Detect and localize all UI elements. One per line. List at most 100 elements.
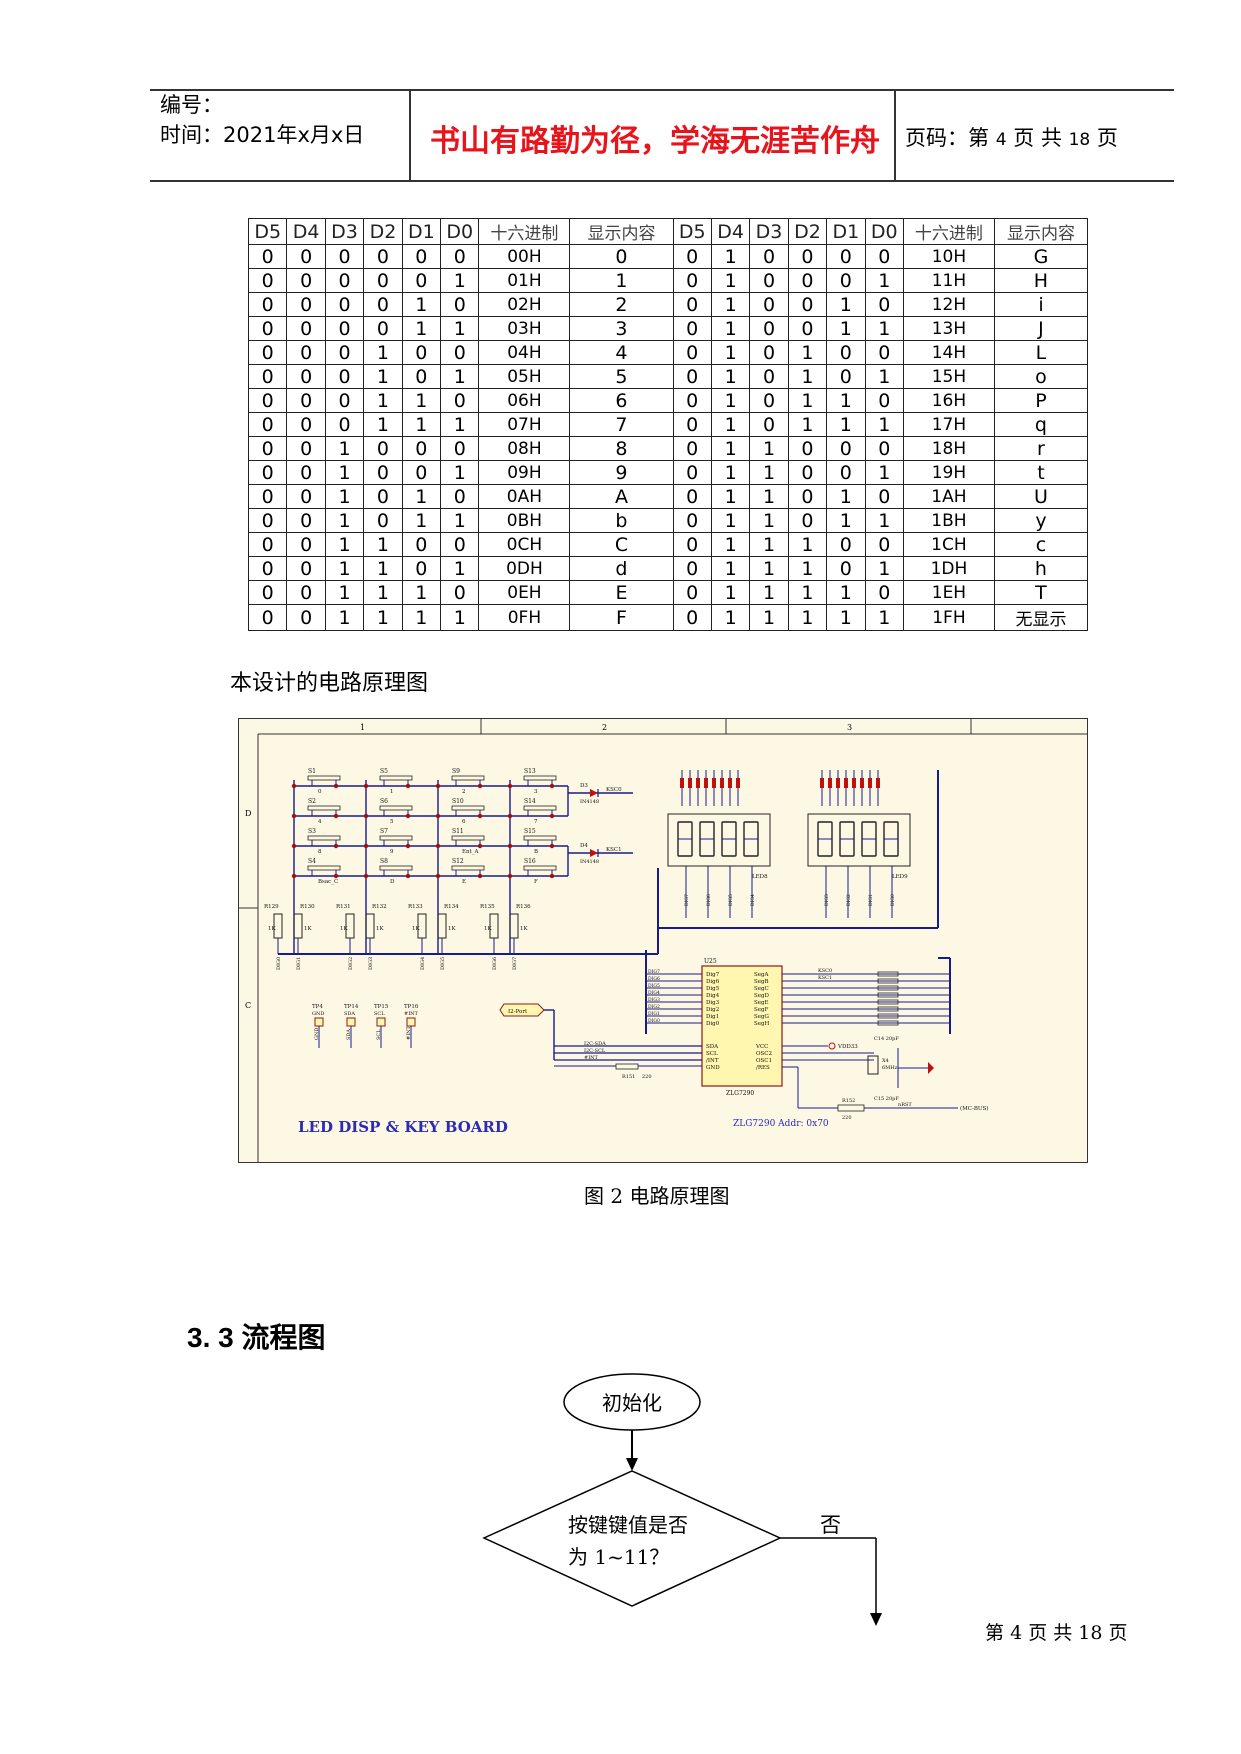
table-cell: 0 bbox=[247, 436, 288, 461]
resistor-label: R132 bbox=[372, 904, 387, 910]
table-cell: 1 bbox=[710, 508, 751, 533]
testpoint-signal: GND bbox=[312, 1011, 324, 1017]
testpoint-label: TP15 bbox=[374, 1004, 389, 1010]
table-cell: 0 bbox=[247, 532, 288, 557]
table-cell: 1 bbox=[710, 268, 751, 293]
resistor-value: 1K bbox=[340, 926, 348, 932]
table-cell: 5 bbox=[569, 364, 674, 389]
header-divider-left bbox=[409, 89, 411, 181]
table-cell: 1 bbox=[710, 604, 751, 631]
junction-dot bbox=[549, 843, 555, 849]
table-cell: 2 bbox=[569, 292, 674, 317]
table-cell: 0 bbox=[401, 532, 442, 557]
table-cell: 1 bbox=[787, 556, 828, 581]
table-cell: 1 bbox=[710, 316, 751, 341]
resistor-label: R129 bbox=[264, 904, 279, 910]
table-cell: 1 bbox=[826, 412, 866, 437]
table-cell: 0 bbox=[401, 268, 442, 293]
ic-pin-label: SegD bbox=[754, 993, 770, 999]
junction-dot bbox=[477, 873, 483, 879]
table-cell: 0 bbox=[324, 364, 365, 389]
switch-body bbox=[451, 775, 485, 781]
crystal-label: X4 bbox=[882, 1058, 889, 1064]
table-cell: 0CH bbox=[478, 532, 571, 557]
table-cell: 1 bbox=[363, 340, 403, 365]
bus-label: I2C-SDA bbox=[584, 1041, 606, 1047]
table-cell: 0 bbox=[826, 364, 866, 389]
segment-resistor bbox=[688, 778, 692, 788]
testpoint-net: SDA bbox=[346, 1029, 352, 1040]
dig-label: DIG3 bbox=[368, 957, 374, 970]
table-cell: 1 bbox=[749, 532, 789, 557]
table-cell: A bbox=[569, 484, 674, 509]
segment-resistor bbox=[868, 778, 872, 788]
table-cell: 1 bbox=[826, 292, 866, 317]
ic-pin-label: Dig6 bbox=[706, 979, 720, 985]
table-cell: 1 bbox=[864, 364, 904, 389]
junction-dot bbox=[507, 813, 513, 819]
net-label: DIG1 bbox=[648, 1011, 660, 1017]
led-display-body bbox=[807, 813, 911, 867]
table-cell: 0 bbox=[864, 292, 904, 317]
junction-dot bbox=[435, 783, 441, 789]
key-label: 1 bbox=[390, 789, 394, 795]
doc-time-label: 时间：2021年x月x日 bbox=[160, 123, 365, 147]
table-cell: 17H bbox=[902, 412, 995, 437]
table-cell: 0 bbox=[672, 508, 712, 533]
junction-dot bbox=[507, 783, 513, 789]
table-cell: 1 bbox=[324, 436, 365, 461]
table-cell: 1 bbox=[710, 244, 751, 269]
table-cell: 1 bbox=[363, 388, 403, 413]
table-cell: 11H bbox=[902, 268, 995, 293]
table-cell: 1 bbox=[749, 556, 789, 581]
table-cell: 0 bbox=[826, 532, 866, 557]
circuit-schematic: 1 2 3 D C S10S51S92S133S24S65S106S147S38… bbox=[238, 718, 1088, 1163]
address-note: ZLG7290 Addr: 0x70 bbox=[733, 1119, 829, 1129]
table-cell: 1 bbox=[864, 316, 904, 341]
switch-body bbox=[523, 865, 557, 871]
table-cell: 18H bbox=[902, 436, 995, 461]
table-cell: 06H bbox=[478, 388, 571, 413]
keypad-matrix: S10S51S92S133S24S65S106S147S38S79S11Ent_… bbox=[264, 768, 659, 970]
table-cell: C bbox=[569, 532, 674, 557]
led-display-body bbox=[667, 813, 771, 867]
segment-resistor bbox=[728, 778, 732, 788]
cap-label: C14 20pF bbox=[874, 1036, 899, 1042]
table-cell: 1 bbox=[440, 364, 480, 389]
table-cell: 13H bbox=[902, 316, 995, 341]
table-cell: 0 bbox=[286, 580, 326, 605]
table-cell: d bbox=[569, 556, 674, 581]
column-header: D0 bbox=[440, 218, 480, 245]
table-cell: 1 bbox=[864, 268, 904, 293]
table-cell: 7 bbox=[569, 412, 674, 437]
table-cell: 0 bbox=[286, 556, 326, 581]
ic-pin-label: Dig3 bbox=[706, 1000, 720, 1006]
ic-pin-label: Dig7 bbox=[706, 972, 720, 978]
table-cell: L bbox=[993, 340, 1089, 365]
table-cell: 1 bbox=[787, 604, 828, 631]
junction-dot bbox=[363, 843, 369, 849]
ksc-net-label: KSC1 bbox=[818, 975, 832, 981]
table-cell: 1 bbox=[710, 532, 751, 557]
schematic-background bbox=[238, 718, 1088, 1163]
table-cell: 1 bbox=[324, 484, 365, 509]
ic-pin-label: SegF bbox=[754, 1007, 769, 1013]
section-heading: 3. 3 流程图 bbox=[187, 1322, 326, 1353]
table-cell: 0 bbox=[363, 244, 403, 269]
dig-label: DIG7 bbox=[512, 957, 518, 970]
col-label: 2 bbox=[602, 723, 607, 732]
resistor-value: 1K bbox=[304, 926, 312, 932]
switch-body bbox=[523, 805, 557, 811]
table-cell: 0 bbox=[864, 340, 904, 365]
footer-mid: 页 共 bbox=[1028, 1622, 1073, 1644]
net-label: DIG3 bbox=[648, 997, 660, 1003]
diode-part-label: IN4148 bbox=[580, 859, 599, 865]
table-cell: 8 bbox=[569, 436, 674, 461]
table-cell: 1 bbox=[787, 388, 828, 413]
table-cell: 0 bbox=[401, 244, 442, 269]
